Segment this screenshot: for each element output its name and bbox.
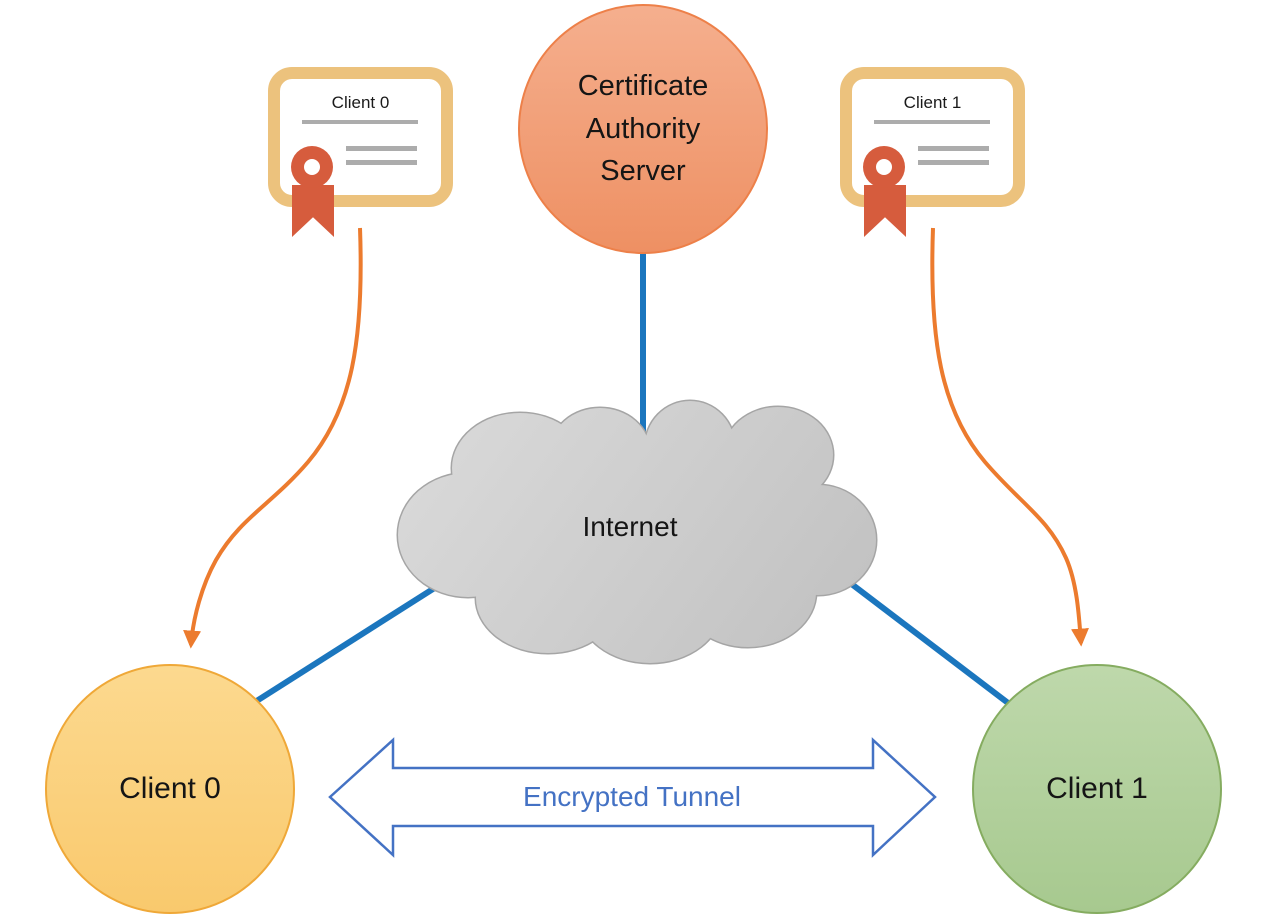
encrypted-tunnel-arrow: [328, 737, 937, 858]
cert-text-line: [346, 146, 417, 151]
certificate0-icon: Client 0: [268, 67, 453, 237]
client1-label: Client 1: [1046, 772, 1148, 805]
cert-title-underline: [874, 120, 990, 124]
cert-text-line: [918, 146, 989, 151]
ca-server-node: Certificate Authority Server: [518, 4, 768, 254]
connector-internet-client0: [253, 572, 457, 705]
certificate0-title: Client 0: [331, 93, 390, 112]
seal-hole: [304, 159, 320, 175]
certificate-frame: [840, 67, 1025, 207]
client0-label: Client 0: [119, 772, 221, 805]
cert-text-line: [346, 160, 417, 165]
cert-text-line: [918, 160, 989, 165]
encrypted-tunnel-label: Encrypted Tunnel: [523, 781, 741, 812]
cert0-issue-arrow: [183, 227, 363, 649]
client0-node: Client 0: [45, 664, 295, 914]
certificate1-title: Client 1: [903, 93, 962, 112]
cert-title-underline: [302, 120, 418, 124]
ribbon-seal-icon: [291, 146, 333, 188]
ca-server-label: Certificate Authority Server: [577, 70, 709, 188]
internet-cloud-icon: [396, 399, 878, 665]
internet-label: Internet: [582, 511, 678, 542]
cert1-issue-arrow: [930, 227, 1089, 647]
certificate1-icon: Client 1: [840, 67, 1025, 237]
seal-hole: [876, 159, 892, 175]
ribbon-seal-icon: [863, 146, 905, 188]
client1-node: Client 1: [972, 664, 1222, 914]
